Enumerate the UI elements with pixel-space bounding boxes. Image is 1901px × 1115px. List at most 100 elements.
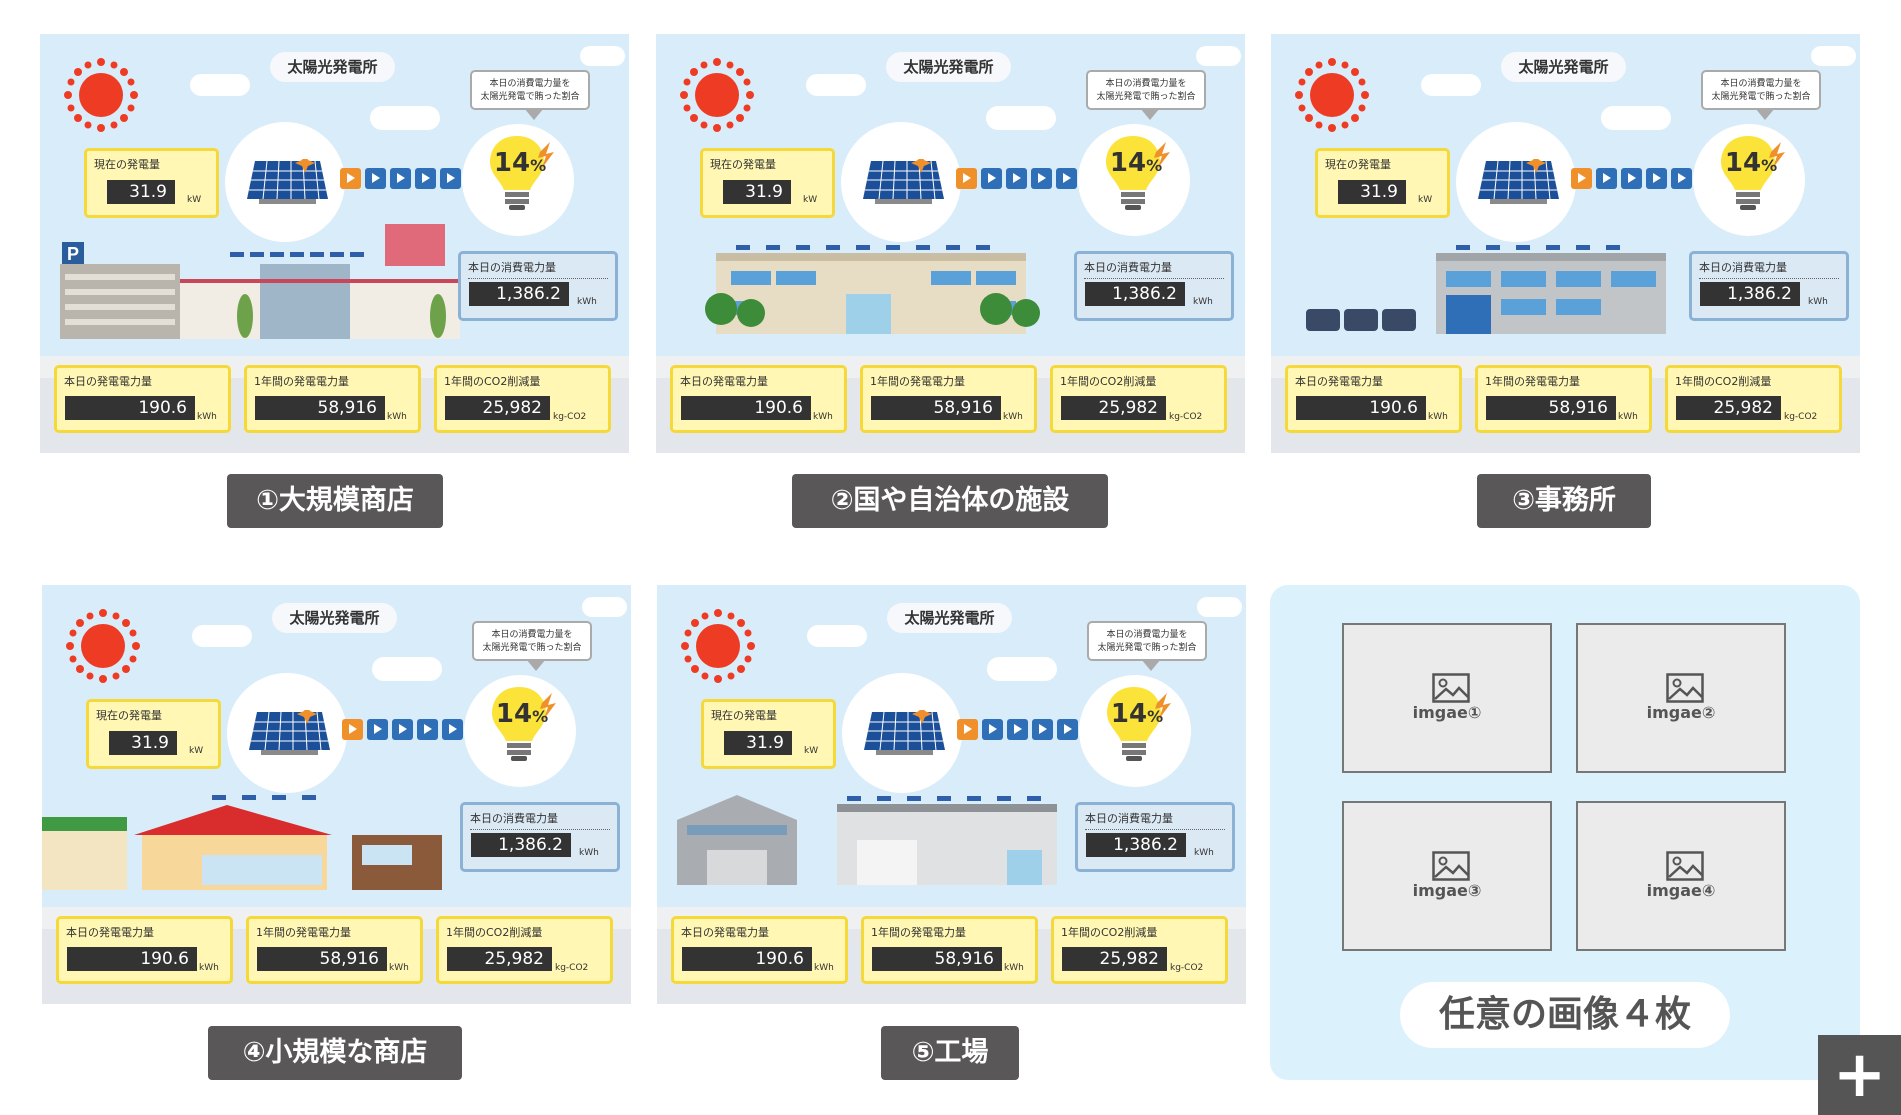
- option-card-2[interactable]: 太陽光発電所 本日の消費電力量を 太陽光発電で賄った割合 14%: [656, 34, 1245, 453]
- year-generation-box: 1年間の発電電力量 58,916 kWh: [1475, 365, 1652, 433]
- arrow-icon: [392, 719, 413, 740]
- cloud: [190, 74, 250, 96]
- current-generation-box: 現在の発電量 31.9 kW: [1315, 148, 1450, 218]
- ratio-heading: 本日の消費電力量を 太陽光発電で賄った割合: [472, 621, 592, 671]
- today-consumption-box: 本日の消費電力量 1,386.2 kWh: [1075, 802, 1235, 872]
- image-icon: [1432, 851, 1470, 881]
- sun-icon: [680, 58, 754, 132]
- year-generation-box: 1年間の発電電力量 58,916 kWh: [860, 365, 1037, 433]
- arrow-icon: [1646, 168, 1667, 189]
- ratio-heading: 本日の消費電力量を 太陽光発電で賄った割合: [470, 70, 590, 120]
- flow-arrows: [340, 168, 461, 189]
- arrow-icon: [1031, 168, 1052, 189]
- sun-icon: [681, 609, 755, 683]
- cloud: [580, 46, 625, 66]
- ratio-heading: 本日の消費電力量を 太陽光発電で賄った割合: [1087, 621, 1207, 671]
- panel-title: 太陽光発電所: [887, 603, 1012, 633]
- panel-title: 太陽光発電所: [270, 52, 395, 82]
- cloud: [1196, 46, 1241, 66]
- co2-reduction-box: 1年間のCO2削減量 25,982 kg-CO2: [1665, 365, 1842, 433]
- custom-images-card[interactable]: imgae① imgae② imgae③ imgae④ 任意の画像４枚: [1270, 585, 1860, 1080]
- caption-2[interactable]: ②国や自治体の施設: [792, 474, 1108, 528]
- cloud: [1421, 74, 1481, 96]
- arrow-icon: [1596, 168, 1617, 189]
- flow-arrows: [1571, 168, 1692, 189]
- option-card-1[interactable]: 太陽光発電所 本日の消費電力量を 太陽光発電で賄った割合 14%: [40, 34, 629, 453]
- flow-arrows: [342, 719, 463, 740]
- ratio-value: 14%: [495, 699, 549, 729]
- image-placeholder-3[interactable]: imgae③: [1342, 801, 1552, 951]
- solar-panel-icon: [863, 159, 944, 204]
- arrow-icon: [956, 168, 977, 189]
- building-icon: [1306, 245, 1666, 334]
- panel-title: 太陽光発電所: [886, 52, 1011, 82]
- panel-scene: 太陽光発電所 本日の消費電力量を 太陽光発電で賄った割合 14%: [1271, 34, 1860, 453]
- sun-icon: [64, 58, 138, 132]
- option-card-3[interactable]: 太陽光発電所 本日の消費電力量を 太陽光発電で賄った割合 14%: [1271, 34, 1860, 453]
- panel-scene: 太陽光発電所 本日の消費電力量を 太陽光発電で賄った割合 14%: [42, 585, 631, 1004]
- current-generation-box: 現在の発電量 31.9 kW: [701, 699, 836, 769]
- cloud: [1601, 106, 1671, 130]
- arrow-icon: [1621, 168, 1642, 189]
- caption-5[interactable]: ⑤工場: [881, 1026, 1019, 1080]
- cloud: [807, 625, 867, 647]
- image-icon: [1666, 673, 1704, 703]
- co2-reduction-box: 1年間のCO2削減量 25,982 kg-CO2: [436, 916, 613, 984]
- solar-panel-icon: [1478, 159, 1559, 204]
- cloud: [582, 597, 627, 617]
- building-icon: [42, 795, 442, 890]
- option-card-5[interactable]: 太陽光発電所 本日の消費電力量を 太陽光発電で賄った割合 14%: [657, 585, 1246, 1004]
- caption-4[interactable]: ④小規模な商店: [208, 1026, 462, 1080]
- solar-panel-icon: [249, 710, 330, 755]
- year-generation-box: 1年間の発電電力量 58,916 kWh: [246, 916, 423, 984]
- building-icon: [705, 245, 1040, 334]
- ratio-value: 14%: [1724, 148, 1778, 178]
- svg-text:P: P: [67, 244, 79, 264]
- arrow-icon: [1571, 168, 1592, 189]
- today-generation-box: 本日の発電電力量 190.6 kWh: [1285, 365, 1462, 433]
- image-placeholder-4[interactable]: imgae④: [1576, 801, 1786, 951]
- flow-arrows: [957, 719, 1078, 740]
- today-generation-box: 本日の発電電力量 190.6 kWh: [671, 916, 848, 984]
- custom-images-title: 任意の画像４枚: [1400, 982, 1730, 1048]
- building-icon: [677, 795, 1057, 885]
- panel-title: 太陽光発電所: [272, 603, 397, 633]
- panel-title: 太陽光発電所: [1501, 52, 1626, 82]
- today-generation-box: 本日の発電電力量 190.6 kWh: [670, 365, 847, 433]
- arrow-icon: [367, 719, 388, 740]
- current-generation-box: 現在の発電量 31.9 kW: [86, 699, 221, 769]
- option-card-4[interactable]: 太陽光発電所 本日の消費電力量を 太陽光発電で賄った割合 14%: [42, 585, 631, 1004]
- image-placeholder-1[interactable]: imgae①: [1342, 623, 1552, 773]
- cloud: [986, 106, 1056, 130]
- solar-panel-icon: [864, 710, 945, 755]
- today-consumption-box: 本日の消費電力量 1,386.2 kWh: [458, 251, 618, 321]
- panel-scene: 太陽光発電所 本日の消費電力量を 太陽光発電で賄った割合 14%: [40, 34, 629, 453]
- cloud: [806, 74, 866, 96]
- flow-arrows: [956, 168, 1077, 189]
- sun-icon: [66, 609, 140, 683]
- arrow-icon: [442, 719, 463, 740]
- arrow-icon: [1032, 719, 1053, 740]
- ratio-value: 14%: [493, 148, 547, 178]
- image-placeholder-2[interactable]: imgae②: [1576, 623, 1786, 773]
- ratio-heading: 本日の消費電力量を 太陽光発電で賄った割合: [1086, 70, 1206, 120]
- solar-panel-icon: [247, 159, 328, 204]
- image-icon: [1666, 851, 1704, 881]
- current-generation-box: 現在の発電量 31.9 kW: [700, 148, 835, 218]
- add-button[interactable]: +: [1818, 1035, 1901, 1115]
- cloud: [370, 106, 440, 130]
- light-bulb-icon: [492, 687, 556, 761]
- caption-1[interactable]: ①大規模商店: [227, 474, 443, 528]
- cloud: [1811, 46, 1856, 66]
- arrow-icon: [365, 168, 386, 189]
- cloud: [987, 657, 1057, 681]
- today-consumption-box: 本日の消費電力量 1,386.2 kWh: [1689, 251, 1849, 321]
- today-consumption-box: 本日の消費電力量 1,386.2 kWh: [460, 802, 620, 872]
- arrow-icon: [1006, 168, 1027, 189]
- building-icon: P: [60, 224, 460, 339]
- arrow-icon: [340, 168, 361, 189]
- arrow-icon: [1671, 168, 1692, 189]
- arrow-icon: [390, 168, 411, 189]
- caption-3[interactable]: ③事務所: [1477, 474, 1651, 528]
- light-bulb-icon: [1106, 136, 1170, 210]
